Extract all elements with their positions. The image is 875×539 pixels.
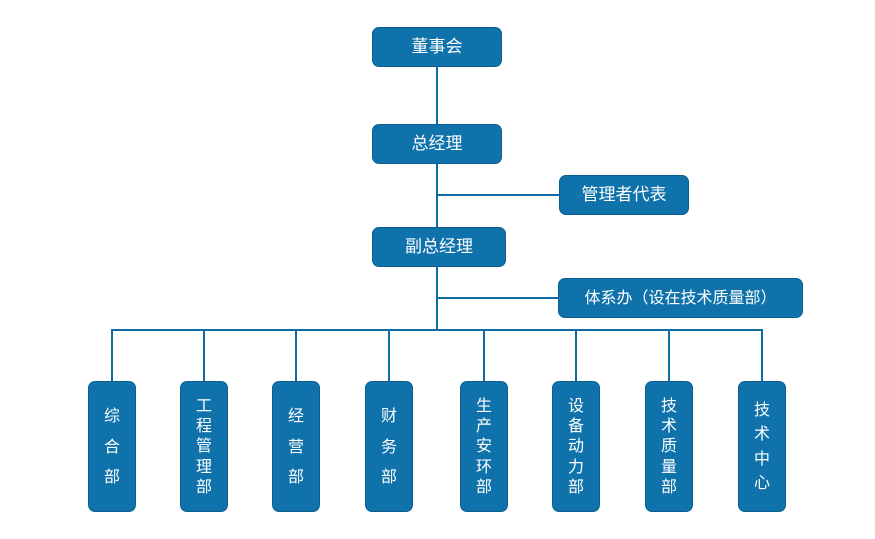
node-dept-technical-center: 技术中心: [738, 381, 786, 512]
connector-distribution-bus: [111, 329, 763, 331]
node-dept-operations: 经营部: [272, 381, 320, 512]
node-board: 董事会: [372, 27, 502, 67]
node-deputy-general-manager: 副总经理: [372, 227, 506, 267]
node-dept-general: 综合部: [88, 381, 136, 512]
connector-drop-dept-4: [388, 330, 390, 382]
connector-drop-dept-8: [761, 330, 763, 382]
node-system-office: 体系办（设在技术质量部）: [558, 278, 803, 318]
connector-drop-dept-5: [483, 330, 485, 382]
node-dept-engineering-management: 工程管理部: [180, 381, 228, 512]
connector-drop-dept-7: [668, 330, 670, 382]
node-dept-finance: 财务部: [365, 381, 413, 512]
connector-board-to-gm: [436, 66, 438, 125]
node-general-manager: 总经理: [372, 124, 502, 164]
connector-drop-dept-2: [203, 330, 205, 382]
connector-branch-management-rep: [437, 194, 560, 196]
node-management-rep: 管理者代表: [559, 175, 689, 215]
node-dept-production-safety-env: 生产安环部: [460, 381, 508, 512]
node-dept-technical-quality: 技术质量部: [645, 381, 693, 512]
connector-drop-dept-3: [295, 330, 297, 382]
connector-drop-dept-1: [111, 330, 113, 382]
connector-branch-system-office: [437, 297, 559, 299]
node-dept-equipment-power: 设备动力部: [552, 381, 600, 512]
connector-drop-dept-6: [575, 330, 577, 382]
